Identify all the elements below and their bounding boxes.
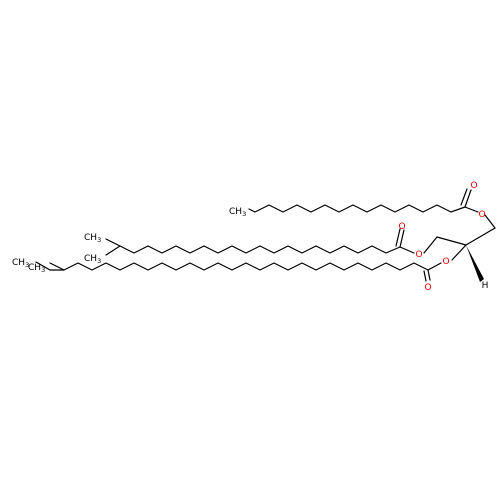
bond-o3-carbonyl <box>427 262 442 271</box>
atom-ch3-bottom-lower: CH3 <box>28 263 45 274</box>
bond-carbonyl-middle <box>399 229 405 248</box>
chain-bottom-ethyl-branch <box>35 261 65 271</box>
bond-c2-to-o3 <box>451 244 467 261</box>
chain-top-carbon-skeleton <box>248 204 466 213</box>
atom-o-carbonyl-middle: O <box>398 222 405 232</box>
bond-c1-c2 <box>465 227 496 246</box>
bond-c2-c3 <box>436 236 467 246</box>
bond-carbonyl-top <box>464 189 472 208</box>
atom-o-carbonyl-bottom: O <box>424 283 431 293</box>
atom-ch3-bottom-ethyl: CH3 <box>12 258 29 269</box>
bond-carbonyl-bottom <box>427 269 431 281</box>
atom-ch3-top: CH3 <box>229 207 246 218</box>
chain-middle <box>105 228 415 256</box>
chain-top <box>248 188 479 213</box>
chain-bottom-carbon-skeleton <box>49 262 429 271</box>
atom-o-carbonyl-top: O <box>470 181 477 191</box>
chain-middle-carbon-skeleton <box>105 238 401 254</box>
chain-bottom <box>35 261 442 282</box>
atom-o-ester-middle: O <box>415 250 422 260</box>
glycerol-backbone <box>423 214 496 282</box>
atom-ch3-middle-upper: CH3 <box>84 233 101 244</box>
wedge-bond <box>466 245 484 282</box>
bond-c1-to-o1 <box>484 214 496 229</box>
atom-o-ester-top: O <box>478 210 485 220</box>
atom-labels: O O O O O O H CH3 CH3 CH3 CH3 CH3 <box>12 181 488 293</box>
bond-carbonyl-bottom-double <box>423 270 427 282</box>
bond-carbonyl-top-double <box>460 188 468 206</box>
bond-o1-carbonyl <box>464 206 479 213</box>
bond-c3-to-o2 <box>423 236 438 254</box>
bond-carbonyl-middle-double <box>395 228 401 247</box>
chain-middle-branch <box>105 245 121 256</box>
atom-h-stereo: H <box>482 281 489 291</box>
atom-ch3-middle-lower: CH3 <box>84 254 101 265</box>
atom-o-ester-bottom: O <box>442 257 449 267</box>
bond-o2-carbonyl <box>399 246 415 254</box>
